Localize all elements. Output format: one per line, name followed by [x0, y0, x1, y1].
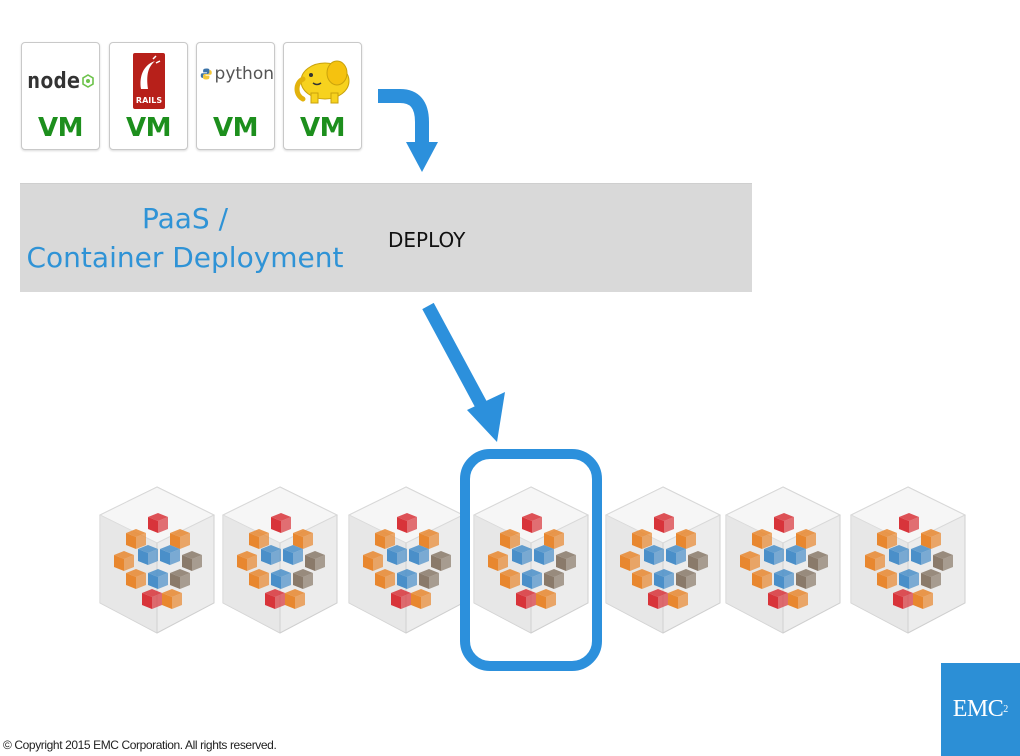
vm-card-hadoop: VM: [283, 42, 362, 150]
deploy-curved-arrow-icon: [378, 89, 438, 172]
python-logo-icon: python: [197, 43, 274, 105]
band-title-line1: PaaS /: [141, 202, 229, 235]
deploy-diagonal-arrow-icon: [422, 302, 505, 442]
deploy-band: PaaS / Container Deployment DEPLOY: [20, 183, 752, 292]
band-title-line2: Container Deployment: [26, 241, 344, 274]
deploy-label: DEPLOY: [388, 228, 466, 252]
vm-cluster-cube-icon: [98, 485, 216, 635]
nodejs-logo-icon: node: [22, 49, 99, 113]
vm-cluster-cube-icon: [724, 485, 842, 635]
svg-text:RAILS: RAILS: [135, 96, 161, 105]
vm-label: VM: [213, 113, 259, 143]
vm-cluster-cube-icon: [849, 485, 967, 635]
emc-logo-text: EMC: [952, 696, 1004, 722]
vm-cluster-cube-icon: [604, 485, 722, 635]
vm-cluster-cube-icon: [347, 485, 465, 635]
vm-cluster-cube-icon: [472, 485, 590, 635]
vm-cluster-cube-icon: [221, 485, 339, 635]
vm-card-python: python VM: [196, 42, 275, 150]
copyright-text: © Copyright 2015 EMC Corporation. All ri…: [3, 738, 277, 752]
vm-card-node: node VM: [21, 42, 100, 150]
vm-label: VM: [38, 113, 84, 143]
target-highlight-frame: [460, 449, 602, 671]
vm-label: VM: [300, 113, 346, 143]
emc-logo-superscript: 2: [1003, 704, 1009, 715]
rails-logo-icon: RAILS: [110, 49, 187, 113]
vm-card-rails: RAILS VM: [109, 42, 188, 150]
vm-label: VM: [126, 113, 172, 143]
band-title: PaaS / Container Deployment: [20, 199, 350, 277]
hadoop-elephant-logo-icon: [284, 49, 361, 113]
